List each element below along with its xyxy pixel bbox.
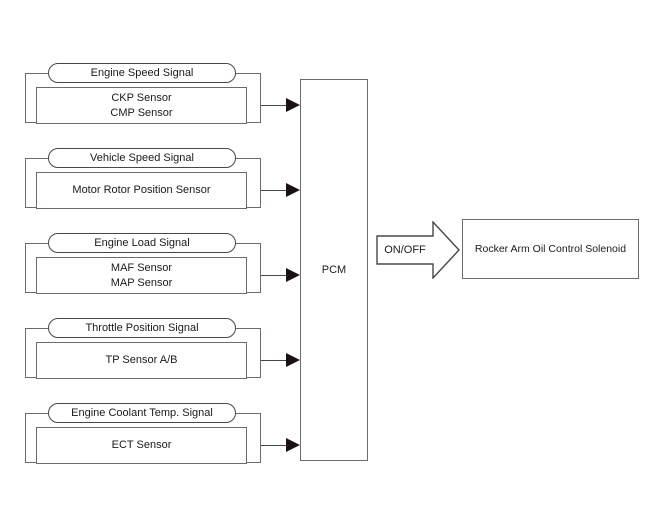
input-group-engine-speed: CKP Sensor CMP Sensor Engine Speed Signa… <box>25 60 261 124</box>
group-inner-box: ECT Sensor <box>36 427 247 464</box>
sensor-label: CKP Sensor <box>111 91 172 104</box>
group-title-badge: Throttle Position Signal <box>48 318 236 338</box>
input-group-engine-load: MAF Sensor MAP Sensor Engine Load Signal <box>25 230 261 294</box>
group-title-badge: Engine Load Signal <box>48 233 236 253</box>
group-inner-box: Motor Rotor Position Sensor <box>36 172 247 209</box>
arrowhead-icon <box>286 438 300 452</box>
connector-line <box>261 360 293 361</box>
sensor-label: MAP Sensor <box>110 276 173 289</box>
sensor-label: Motor Rotor Position Sensor <box>72 184 211 196</box>
group-title-badge: Vehicle Speed Signal <box>48 148 236 168</box>
arrowhead-icon <box>286 183 300 197</box>
block-arrow-icon <box>376 221 460 279</box>
connector-line <box>261 190 293 191</box>
group-inner-box: CKP Sensor CMP Sensor <box>36 87 247 124</box>
group-title-badge: Engine Speed Signal <box>48 63 236 83</box>
group-inner-box: TP Sensor A/B <box>36 342 247 379</box>
onoff-block-arrow: ON/OFF <box>376 221 460 279</box>
input-group-throttle-position: TP Sensor A/B Throttle Position Signal <box>25 315 261 379</box>
group-inner-box: MAF Sensor MAP Sensor <box>36 257 247 294</box>
connector-line <box>261 275 293 276</box>
input-group-engine-coolant-temp: ECT Sensor Engine Coolant Temp. Signal <box>25 400 261 464</box>
sensor-label: CMP Sensor <box>110 106 173 119</box>
sensor-label: ECT Sensor <box>111 439 172 451</box>
sensor-label: MAF Sensor <box>110 261 173 274</box>
onoff-label: ON/OFF <box>384 244 426 256</box>
pcm-label: PCM <box>321 264 347 276</box>
rocker-arm-oil-control-solenoid-block: Rocker Arm Oil Control Solenoid <box>462 219 639 279</box>
connector-line <box>261 105 293 106</box>
arrowhead-icon <box>286 98 300 112</box>
connector-line <box>261 445 293 446</box>
group-title-badge: Engine Coolant Temp. Signal <box>48 403 236 423</box>
solenoid-label: Rocker Arm Oil Control Solenoid <box>474 243 627 255</box>
sensor-label: TP Sensor A/B <box>105 354 178 366</box>
input-group-vehicle-speed: Motor Rotor Position Sensor Vehicle Spee… <box>25 145 261 209</box>
arrowhead-icon <box>286 353 300 367</box>
pcm-block: PCM <box>300 79 368 461</box>
arrowhead-icon <box>286 268 300 282</box>
